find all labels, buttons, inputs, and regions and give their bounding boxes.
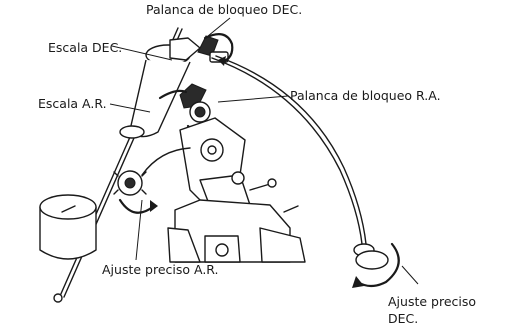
leader-lines — [109, 17, 419, 285]
tripod-head — [167, 199, 306, 263]
dec-flex-cable — [211, 55, 389, 270]
label-dec-fine-adjust-line2: DEC. — [388, 311, 419, 326]
label-ra-lock-lever: Palanca de bloqueo R.A. — [290, 88, 441, 103]
label-ra-scale: Escala A.R. — [38, 96, 107, 111]
counterweight — [39, 194, 97, 260]
label-dec-fine-adjust-line1: Ajuste preciso — [388, 294, 477, 309]
label-dec-scale: Escala DEC. — [48, 40, 123, 55]
shaft-end-cap — [53, 293, 63, 303]
label-ra-fine-adjust: Ajuste preciso A.R. — [102, 262, 219, 277]
label-dec-lock-lever: Palanca de bloqueo DEC. — [146, 2, 303, 17]
rotation-arrow-icon — [118, 33, 400, 288]
ra-fine-adjust-knob — [113, 147, 191, 196]
